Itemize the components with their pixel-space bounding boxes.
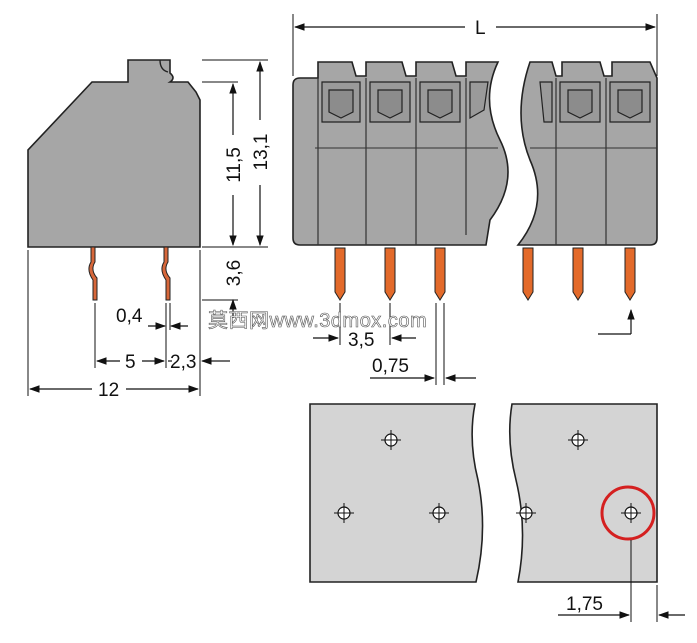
dim-pin-width: 0,4	[116, 306, 143, 327]
side-latch	[159, 59, 169, 73]
dim-pin-thickness: 0,75	[372, 356, 409, 377]
front-pins	[334, 247, 636, 301]
dim-row-pitch: 5	[125, 352, 136, 373]
footprint-board-right	[508, 403, 658, 583]
footprint-view: 1,75	[309, 403, 685, 622]
dim-height-total: 13,1	[251, 134, 272, 171]
dim-edge-offset: 1,75	[566, 594, 603, 615]
dim-height-body: 11,5	[224, 147, 245, 183]
dim-pin-length: 3,6	[224, 260, 245, 286]
side-pin-left	[88, 246, 98, 301]
side-housing	[27, 59, 201, 248]
side-view: 13,1 11,5 3,6 0,4 5 2,3 12	[27, 59, 272, 401]
highlight-circle	[600, 485, 656, 541]
front-view: L	[292, 14, 658, 385]
dim-pin-offset: 2,3	[170, 352, 196, 373]
dim-length: L	[475, 18, 486, 39]
dim-pitch: 3,5	[348, 330, 374, 351]
footprint-board-left	[309, 403, 484, 583]
watermark: 莫西网www.3dmox.com	[208, 309, 427, 332]
dim-depth: 12	[98, 380, 119, 401]
side-pin-right	[161, 246, 171, 301]
front-actuators	[321, 81, 651, 123]
